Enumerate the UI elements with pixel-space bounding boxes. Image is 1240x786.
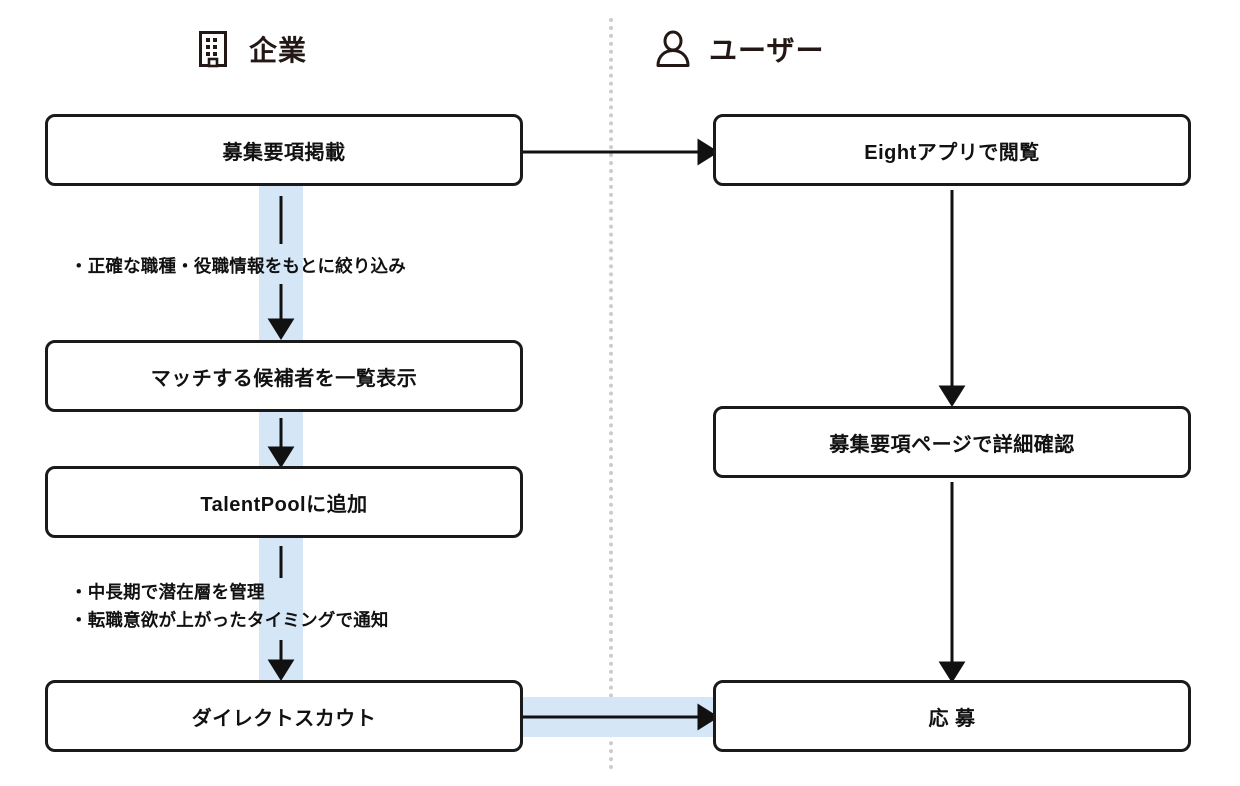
node-browse-app[interactable]: Eightアプリで閲覧 bbox=[713, 114, 1191, 186]
node-label: 募集要項掲載 bbox=[222, 141, 346, 164]
node-label: 応 募 bbox=[928, 707, 976, 730]
column-header-user: ユーザー bbox=[655, 23, 824, 75]
node-label: ダイレクトスカウト bbox=[191, 707, 377, 730]
node-posting[interactable]: 募集要項掲載 bbox=[45, 114, 523, 186]
note-manage: ・中長期で潜在層を管理 ・転職意欲が上がったタイミングで通知 bbox=[70, 578, 389, 635]
node-label: 募集要項ページで詳細確認 bbox=[829, 433, 1075, 456]
node-apply[interactable]: 応 募 bbox=[713, 680, 1191, 752]
node-label: マッチする候補者を一覧表示 bbox=[150, 367, 418, 390]
note-line: ・正確な職種・役職情報をもとに絞り込み bbox=[70, 256, 406, 276]
node-match-list[interactable]: マッチする候補者を一覧表示 bbox=[45, 340, 523, 412]
building-icon bbox=[195, 30, 231, 68]
note-line: ・転職意欲が上がったタイミングで通知 bbox=[70, 610, 389, 631]
column-header-label: ユーザー bbox=[709, 35, 825, 66]
person-icon bbox=[655, 30, 691, 68]
node-label: TalentPoolに追加 bbox=[200, 493, 368, 516]
node-direct-scout[interactable]: ダイレクトスカウト bbox=[45, 680, 523, 752]
lane-divider bbox=[609, 18, 613, 770]
note-filter: ・正確な職種・役職情報をもとに絞り込み bbox=[70, 252, 406, 280]
node-label: Eightアプリで閲覧 bbox=[864, 141, 1040, 164]
node-talentpool[interactable]: TalentPoolに追加 bbox=[45, 466, 523, 538]
note-line: ・中長期で潜在層を管理 bbox=[70, 582, 265, 602]
node-detail-page[interactable]: 募集要項ページで詳細確認 bbox=[713, 406, 1191, 478]
column-header-company: 企業 bbox=[195, 23, 307, 75]
column-header-label: 企業 bbox=[249, 35, 308, 66]
